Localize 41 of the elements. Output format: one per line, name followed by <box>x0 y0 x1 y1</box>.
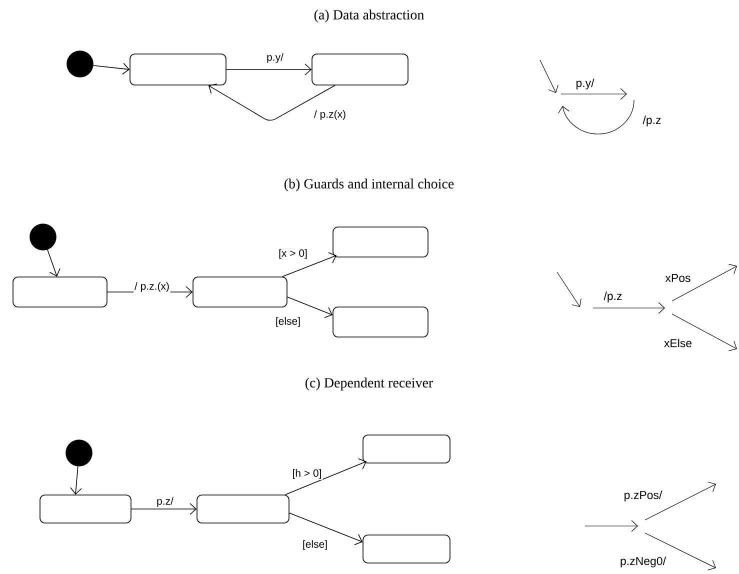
arrow <box>70 466 82 495</box>
transition-label: p.zPos/ <box>622 490 664 502</box>
edge-label: [h > 0] <box>291 468 323 480</box>
transition-label: p.zNeg0/ <box>619 556 668 568</box>
state-box <box>40 494 132 524</box>
state-box <box>332 226 428 258</box>
transition-label: /p.z <box>602 290 624 304</box>
caption: (b) Guards and internal choice <box>282 178 456 192</box>
caption: (a) Data abstraction <box>312 8 426 24</box>
edge-label: [else] <box>301 539 329 551</box>
edge-label: [x > 0] <box>278 248 308 260</box>
arrow <box>208 84 336 121</box>
edge-label: p.z/ <box>156 496 174 508</box>
arrow <box>47 249 60 277</box>
state-box <box>362 434 450 464</box>
edge-label: / p.z(x) <box>312 109 348 121</box>
state-box <box>312 54 408 86</box>
edge-label: / p.z.(x) <box>134 281 170 293</box>
caption: (c) Dependent receiver <box>304 376 434 392</box>
initial-state-dot <box>30 224 56 250</box>
arrow <box>226 64 312 76</box>
arrow <box>289 512 363 546</box>
transition-label: xPos <box>664 273 692 284</box>
initial-state-dot <box>66 50 94 78</box>
arrow <box>92 62 130 75</box>
state-box <box>192 276 288 308</box>
transition-label: p.y/ <box>574 78 596 90</box>
state-box <box>130 54 226 86</box>
initial-state-dot <box>66 440 92 466</box>
arrow <box>285 458 367 495</box>
edge-label: p.y/ <box>266 52 284 64</box>
arrow <box>131 503 197 515</box>
arrow <box>282 252 337 277</box>
edge-label: [else] <box>274 316 302 328</box>
state-box <box>332 306 428 338</box>
state-box <box>362 534 450 564</box>
transition-label: /p.z <box>642 114 662 128</box>
state-box <box>196 494 290 524</box>
transition-label: xElse <box>662 338 694 348</box>
state-box <box>12 276 108 308</box>
arrow <box>287 296 333 318</box>
